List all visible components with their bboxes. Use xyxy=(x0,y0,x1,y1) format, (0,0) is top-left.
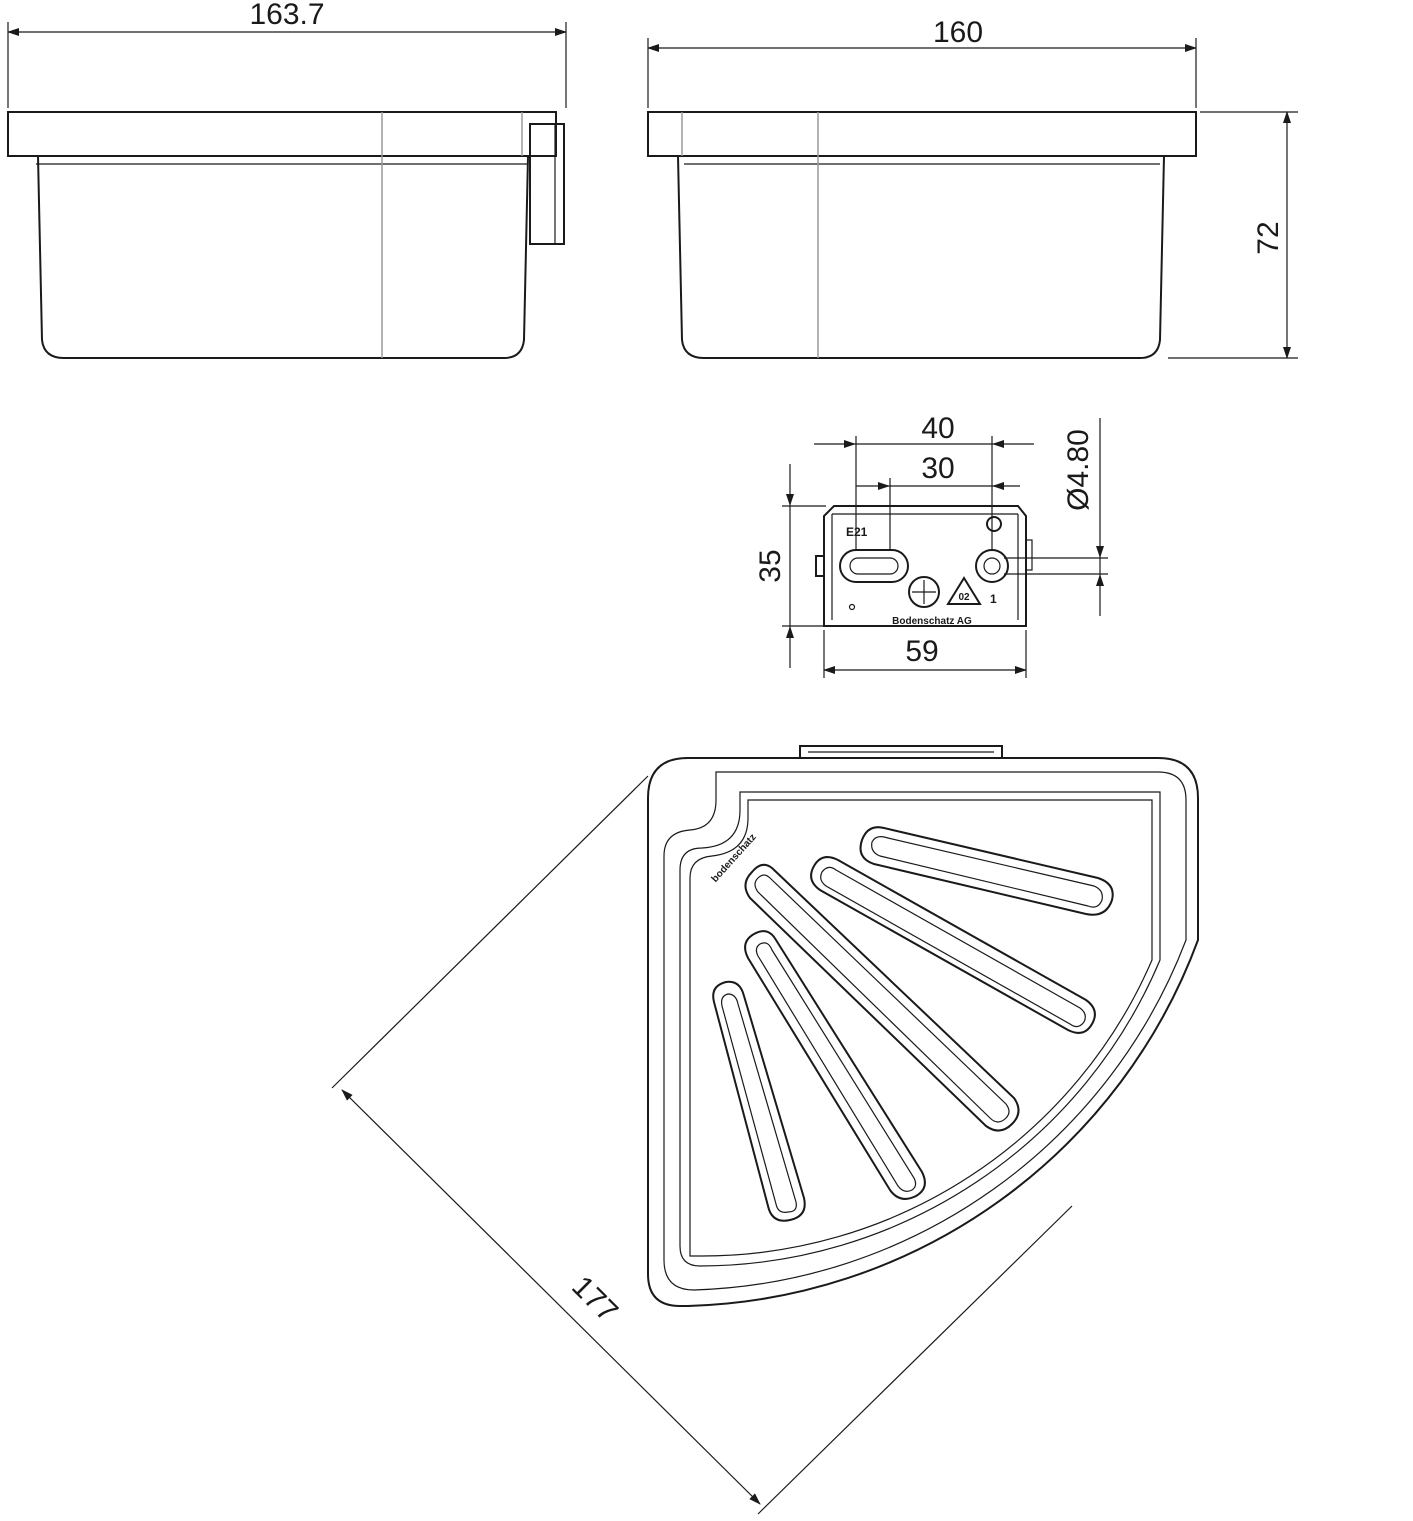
recycling-code: 02 xyxy=(958,592,970,603)
shelf-outer-outline xyxy=(647,757,1199,1307)
front-rim xyxy=(647,111,1197,157)
side-body xyxy=(37,155,529,359)
bracket-slot xyxy=(839,549,909,583)
side-width-dimension: 163.7 xyxy=(7,0,567,108)
bracket-plate xyxy=(823,505,1027,627)
shelf-rim-outline xyxy=(663,771,1187,1291)
height-label: 72 xyxy=(1252,221,1285,254)
diagonal-dimension: 177 xyxy=(331,775,1073,1515)
recycling-icon: 02 xyxy=(946,576,982,605)
front-width-label: 160 xyxy=(933,16,983,49)
bracket-code: E21 xyxy=(846,525,868,539)
drain-slot-5 xyxy=(712,980,806,1222)
hole-diameter-dimension: Ø4.80 xyxy=(1004,418,1108,616)
front-width-dimension: 160 xyxy=(647,16,1197,108)
bracket-hole xyxy=(975,549,1009,583)
drain-slot-2 xyxy=(810,856,1096,1034)
side-rim xyxy=(7,111,557,157)
drain-slot-3 xyxy=(744,863,1020,1132)
bracket-40-dimension: 40 xyxy=(814,412,1034,550)
bracket-35-label: 35 xyxy=(754,549,787,582)
side-width-label: 163.7 xyxy=(249,0,324,31)
bracket-30-label: 30 xyxy=(921,452,954,485)
brand-mark: bodenschatz xyxy=(710,832,759,885)
date-wheel-icon xyxy=(908,576,940,608)
bracket-59-label: 59 xyxy=(905,635,938,668)
recycling-number: 1 xyxy=(990,592,997,606)
bracket-maker: Bodenschatz AG xyxy=(892,616,972,627)
bracket-59-dimension: 59 xyxy=(823,630,1027,678)
front-view: 160 72 xyxy=(647,16,1298,359)
bracket-30-dimension: 30 xyxy=(856,452,1020,550)
side-bracket xyxy=(529,123,565,245)
side-view: 163.7 xyxy=(7,0,567,359)
top-view: bodenschatz 177 xyxy=(331,745,1199,1515)
front-body xyxy=(677,155,1165,359)
height-dimension: 72 xyxy=(1168,111,1298,359)
hole-diameter-label: Ø4.80 xyxy=(1062,429,1095,511)
bracket-40-label: 40 xyxy=(921,412,954,445)
drain-slot-4 xyxy=(744,930,926,1200)
bracket-35-dimension: 35 xyxy=(754,464,826,668)
small-hole-marker xyxy=(986,516,1002,532)
bracket-view: E21 02 1 Bodenschatz AG 40 xyxy=(754,412,1108,678)
drain-slot-1 xyxy=(859,826,1114,916)
